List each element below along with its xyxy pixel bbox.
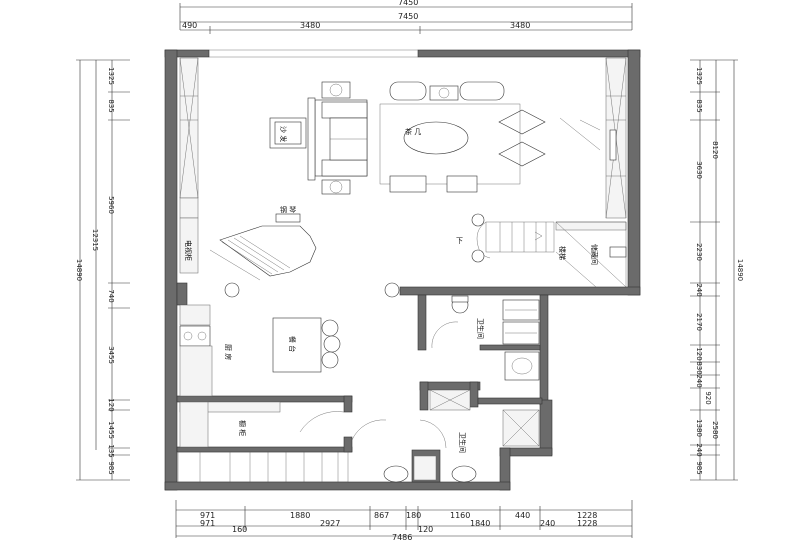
right-seg-12: 240 bbox=[695, 443, 703, 456]
top-dimensions: 7450 7450 490 3480 3480 bbox=[179, 0, 633, 34]
bottom-dimensions: 971 1880 867 180 1160 440 1228 971 160 2… bbox=[175, 500, 633, 540]
living-room: 沙 发 茶 几 bbox=[269, 81, 601, 195]
bottom-r2-2: 160 bbox=[232, 525, 247, 534]
tea-table-label: 茶 几 bbox=[405, 127, 421, 136]
walls bbox=[164, 49, 641, 491]
right-seg-6: 2170 bbox=[695, 313, 703, 331]
bottom-r1-6: 440 bbox=[515, 511, 530, 520]
right-cabinets bbox=[555, 57, 627, 258]
left-mid: 12315 bbox=[91, 229, 99, 251]
bottom-r2-3: 2927 bbox=[320, 519, 340, 528]
top-seg-3: 3480 bbox=[510, 21, 530, 30]
left-seg-9: 985 bbox=[107, 461, 115, 474]
piano-label: 钢 琴 bbox=[280, 205, 296, 214]
bottom-r2-5: 1840 bbox=[470, 519, 490, 528]
stair-down-label: 下 bbox=[456, 237, 463, 245]
piano bbox=[219, 225, 317, 277]
right-seg-9: 240 bbox=[695, 374, 703, 387]
cabinet-label: 橱 柜 bbox=[238, 420, 247, 436]
bottom-r2-6: 240 bbox=[540, 519, 555, 528]
tv-cabinet-label: 电视柜 bbox=[184, 240, 193, 261]
dining-table bbox=[272, 317, 322, 373]
left-seg-3: 5960 bbox=[107, 196, 115, 214]
bottom-r1-7: 1228 bbox=[577, 511, 597, 520]
kitchen-label: 厨 房 bbox=[224, 344, 233, 360]
top-total-1: 7450 bbox=[398, 0, 418, 7]
bottom-r2-4: 120 bbox=[418, 525, 433, 534]
bottom-r1-2: 1880 bbox=[290, 511, 310, 520]
left-seg-8: 135 bbox=[107, 444, 115, 457]
top-total-2: 7450 bbox=[398, 12, 418, 21]
left-seg-7: 1455 bbox=[107, 421, 115, 439]
right-seg-7: 120 bbox=[695, 347, 703, 360]
lower-bath-label: 卫生间 bbox=[458, 432, 467, 453]
dining-label: 餐 台 bbox=[288, 336, 297, 352]
right-seg-10: 920 bbox=[704, 391, 712, 404]
storage-label: 储藏间 bbox=[590, 244, 599, 265]
right-seg-13: 985 bbox=[695, 461, 703, 474]
bottom-r1-1: 971 bbox=[200, 511, 215, 520]
bathroom-area: 卫生间 卫生间 bbox=[383, 295, 540, 483]
right-seg-5: 240 bbox=[695, 283, 703, 296]
right-seg-8: 830 bbox=[695, 361, 703, 374]
left-total: 14890 bbox=[75, 259, 83, 281]
bathroom-label: 卫生间 bbox=[476, 318, 485, 339]
bottom-r1-5: 1160 bbox=[450, 511, 470, 520]
left-seg-1: 1325 bbox=[107, 67, 115, 85]
left-seg-4: 740 bbox=[107, 289, 115, 302]
right-total: 14890 bbox=[736, 259, 744, 281]
bottom-r2-7: 1228 bbox=[577, 519, 597, 528]
bottom-r2-1: 971 bbox=[200, 519, 215, 528]
right-dimensions: 14890 8120 2580 1325 835 3630 2230 240 2… bbox=[690, 59, 744, 481]
left-seg-6: 120 bbox=[107, 398, 115, 411]
bottom-r1-3: 867 bbox=[374, 511, 389, 520]
right-seg-3: 3630 bbox=[695, 161, 703, 179]
top-seg-1: 490 bbox=[182, 21, 197, 30]
entry-stairs bbox=[177, 411, 387, 483]
left-dimensions: 14890 12315 1325 835 5960 740 3455 120 1… bbox=[75, 59, 130, 481]
right-mid-a: 8120 bbox=[711, 141, 719, 159]
dining-area: 餐 台 bbox=[224, 282, 400, 373]
stairs: 下 楼梯 储藏间 bbox=[456, 213, 627, 288]
sofa-label: 沙 发 bbox=[279, 126, 288, 142]
bottom-r1-4: 180 bbox=[406, 511, 421, 520]
bottom-total: 7486 bbox=[392, 533, 412, 540]
right-seg-2: 835 bbox=[695, 99, 703, 112]
stair-mark-label: 楼梯 bbox=[558, 246, 567, 260]
right-seg-1: 1325 bbox=[695, 67, 703, 85]
right-seg-4: 2230 bbox=[695, 243, 703, 261]
piano-area: 钢 琴 bbox=[209, 205, 317, 281]
stove bbox=[179, 325, 211, 347]
round-tea-table bbox=[403, 121, 469, 155]
left-seg-5: 3455 bbox=[107, 346, 115, 364]
left-cabinets: 电视柜 厨 房 橱 柜 bbox=[179, 57, 281, 448]
left-seg-2: 835 bbox=[107, 99, 115, 112]
right-mid-b: 2580 bbox=[711, 421, 719, 439]
top-seg-2: 3480 bbox=[300, 21, 320, 30]
right-seg-11: 1380 bbox=[695, 419, 703, 437]
